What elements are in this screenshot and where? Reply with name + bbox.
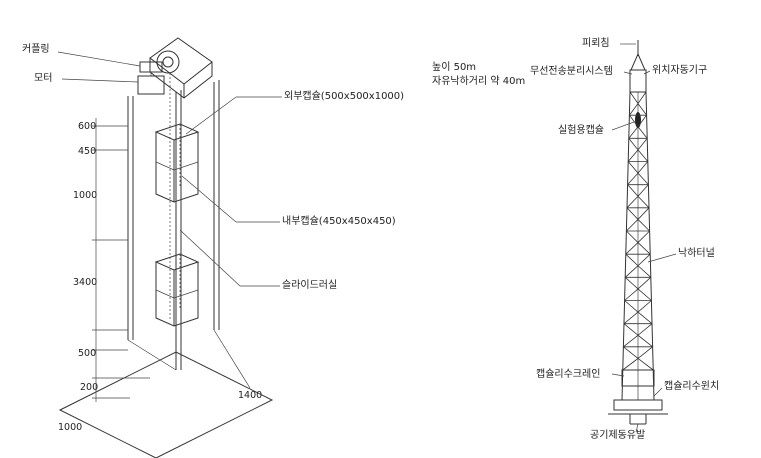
tower-brace (627, 172, 639, 185)
tower-brace (623, 334, 639, 348)
tower-brace (637, 195, 650, 209)
base-depth-dimension: 1000 (58, 422, 83, 433)
inner-capsule-label: 내부캡슐(450x450x450) (282, 216, 396, 227)
tower-brace (637, 277, 652, 290)
capsule-winch-label: 캡슐리수윈치 (664, 381, 720, 392)
tower-brace (637, 358, 654, 371)
tower-brace (637, 161, 649, 174)
free-fall-spec: 자유낙하거리 약 40m (432, 76, 526, 87)
spire-top (630, 52, 646, 71)
test-capsule-shape (635, 112, 641, 128)
tower-leg-right (645, 91, 655, 401)
tower-brace (637, 126, 648, 139)
tower-brace (624, 277, 639, 290)
lightning-rod-label: 피뢰침 (582, 38, 610, 49)
inner-capsule (154, 253, 200, 271)
tower-brace (629, 91, 639, 104)
tower-brace (629, 103, 639, 116)
tower-brace (637, 138, 648, 151)
tower-brace (637, 103, 647, 116)
tower-brace (627, 161, 639, 174)
tower-brace (637, 265, 652, 278)
tower-brace (624, 265, 639, 278)
tower-brace (637, 253, 651, 267)
tower-brace (637, 184, 649, 197)
top-housing (149, 37, 213, 85)
tower-brace (637, 334, 653, 348)
tower-brace (637, 149, 649, 162)
tower-brace (629, 114, 639, 127)
test-capsule-label: 실험용캡슐 (558, 125, 604, 136)
tower-brace (637, 323, 653, 336)
outer-capsule-label: 외부캡슐(500x500x1000) (284, 91, 405, 102)
tower-brace (627, 184, 639, 197)
tower-brace (623, 346, 639, 359)
dimension-600: 600 (78, 121, 97, 132)
base-width-dimension: 1400 (238, 390, 263, 401)
slider-rail-label: 슬라이드러실 (282, 280, 338, 291)
left-frame-drawing (57, 37, 282, 458)
tower-brace (624, 288, 639, 301)
dimension-3400: 3400 (73, 277, 98, 288)
tower-brace (637, 172, 649, 185)
motor-label: 모터 (34, 73, 53, 84)
coupling-label: 커플링 (22, 44, 50, 55)
tower-leg-left (621, 91, 631, 401)
tower-brace (637, 114, 647, 127)
tower-brace (626, 219, 639, 232)
tower-brace (623, 311, 639, 324)
tower-brace (626, 230, 639, 243)
tower-brace (623, 323, 639, 336)
tower-brace (626, 207, 639, 220)
dimension-500: 500 (78, 348, 97, 359)
tower-brace (637, 91, 647, 104)
base-plate (58, 351, 274, 458)
tower-brace (637, 219, 650, 232)
tower-brace (628, 138, 639, 151)
dimension-450: 450 (78, 146, 97, 157)
tower-base (613, 399, 663, 411)
outer-capsule (154, 123, 200, 141)
position-device-label: 위치자동기구 (652, 65, 708, 76)
tower-brace (637, 288, 652, 301)
tower-brace (624, 300, 639, 313)
tower-brace (625, 253, 639, 267)
air-cushion-label: 공기제동유발 (590, 430, 646, 441)
tower-brace (637, 207, 650, 220)
motor-part (137, 75, 165, 95)
wireless-release-label: 무선전송분리시스템 (530, 66, 613, 77)
tower-brace (637, 300, 652, 313)
tower-brace (637, 242, 651, 255)
dimension-1000: 1000 (73, 190, 98, 201)
right-tower-drawing (608, 40, 677, 433)
tower-brace (628, 126, 639, 139)
tower-brace (625, 242, 639, 255)
tower-brace (627, 149, 639, 162)
tower-brace (637, 346, 653, 359)
capsule-crane-label: 캡슐리수크레인 (536, 369, 601, 380)
tower-brace (626, 195, 639, 209)
drop-tunnel-label: 낙하터널 (678, 248, 715, 259)
tower-brace (637, 230, 650, 243)
tower-brace (622, 358, 639, 371)
tower-height-spec: 높이 50m (432, 62, 477, 73)
tower-brace (637, 311, 653, 324)
dimension-200: 200 (80, 382, 99, 393)
